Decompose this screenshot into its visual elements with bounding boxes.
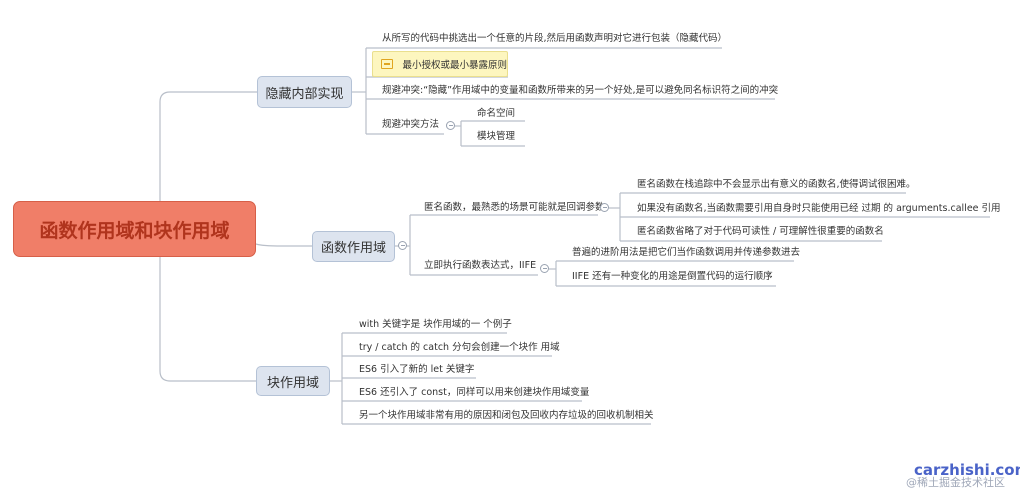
method-namespace[interactable]: 命名空间 xyxy=(477,108,516,119)
watermark-note: @稀土掘金技术社区 xyxy=(906,476,1005,489)
method-module[interactable]: 模块管理 xyxy=(477,131,516,142)
anon-item-readability[interactable]: 匿名函数省略了对于代码可读性 / 可理解性很重要的函数名 xyxy=(637,226,884,237)
block-item-with[interactable]: with 关键字是 块作用域的一 个例子 xyxy=(359,319,512,330)
branch-function-scope[interactable]: 函数作用域 xyxy=(312,231,395,262)
collapse-toggle-icon[interactable] xyxy=(446,121,455,130)
anon-item-stack-trace[interactable]: 匿名函数在栈追踪中不会显示出有意义的函数名,使得调试很困难。 xyxy=(637,179,916,190)
hide-item-conflict-methods[interactable]: 规避冲突方法 xyxy=(382,119,440,130)
watermark-site: carzhishi.com xyxy=(914,461,1020,479)
block-item-try-catch[interactable]: try / catch 的 catch 分句会创建一个块作 用域 xyxy=(359,342,560,353)
block-item-let[interactable]: ES6 引入了新的 let 关键字 xyxy=(359,364,475,375)
branch-block-scope[interactable]: 块作用域 xyxy=(256,366,330,396)
hide-item-wrap-code[interactable]: 从所写的代码中挑选出一个任意的片段,然后用函数声明对它进行包装（隐藏代码） xyxy=(382,33,728,44)
note-icon xyxy=(381,59,394,69)
anon-item-callee[interactable]: 如果没有函数名,当函数需要引用自身时只能使用已经 过期 的 arguments.… xyxy=(637,203,1001,214)
hide-item-least-privilege[interactable]: 最小授权或最小暴露原则 xyxy=(372,51,508,77)
collapse-toggle-icon[interactable] xyxy=(398,241,407,250)
least-privilege-label: 最小授权或最小暴露原则 xyxy=(402,60,507,71)
collapse-toggle-icon[interactable] xyxy=(540,264,549,273)
iife-item-invert-order[interactable]: IIFE 还有一种变化的用途是倒置代码的运行顺序 xyxy=(572,271,773,282)
branch-hide-implementation[interactable]: 隐藏内部实现 xyxy=(257,76,352,108)
iife-item-params[interactable]: 普遍的进阶用法是把它们当作函数调用并传递参数进去 xyxy=(572,247,801,258)
block-item-gc[interactable]: 另一个块作用域非常有用的原因和闭包及回收内存垃圾的回收机制相关 xyxy=(359,410,654,421)
func-iife[interactable]: 立即执行函数表达式，IIFE xyxy=(424,260,537,271)
collapse-toggle-icon[interactable] xyxy=(600,203,609,212)
func-anonymous[interactable]: 匿名函数，最熟悉的场景可能就是回调参数 xyxy=(424,202,605,213)
hide-item-avoid-conflict[interactable]: 规避冲突:“隐藏”作用域中的变量和函数所带来的另一个好处,是可以避免同名标识符之… xyxy=(382,85,779,96)
block-item-const[interactable]: ES6 还引入了 const，同样可以用来创建块作用域变量 xyxy=(359,387,590,398)
root-topic[interactable]: 函数作用域和块作用域 xyxy=(13,201,256,257)
